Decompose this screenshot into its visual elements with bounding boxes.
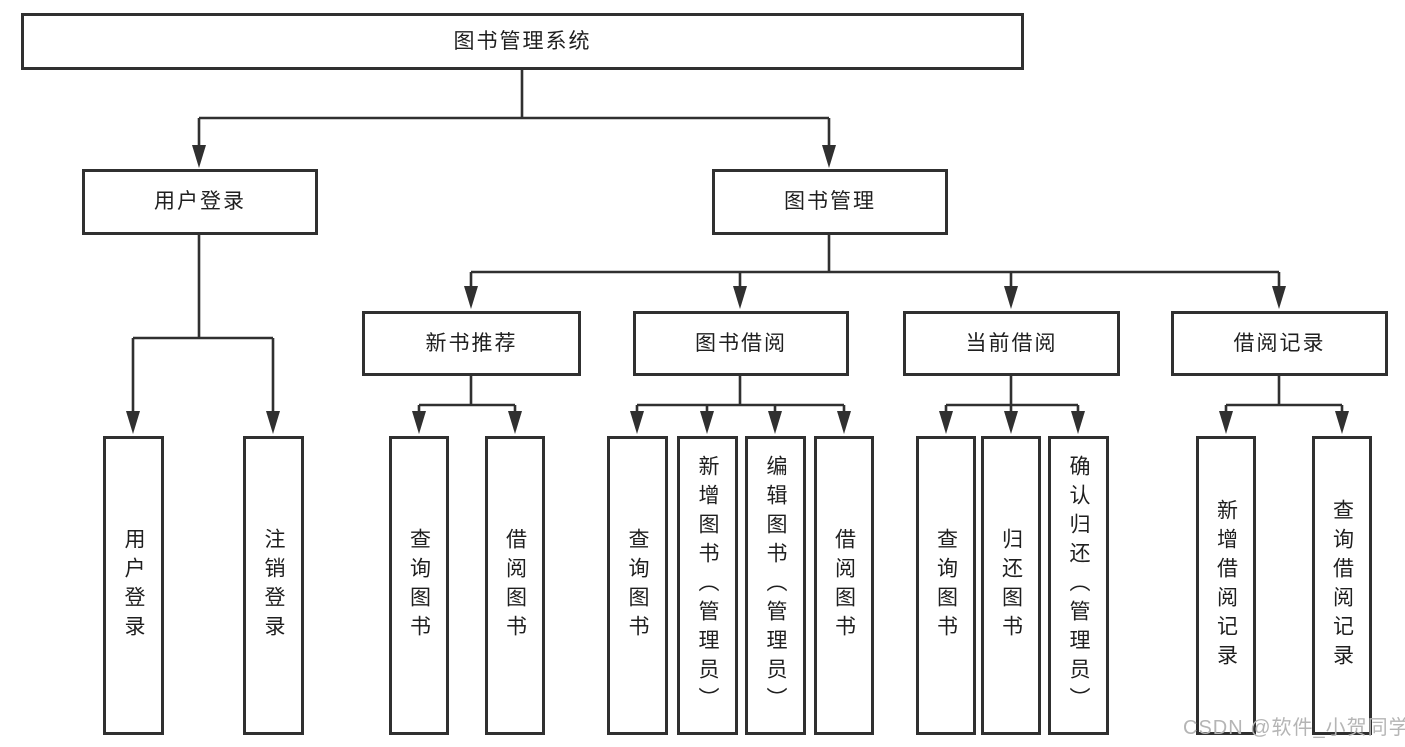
node-label: 新书推荐 <box>425 331 518 355</box>
node-label: 图书管理系统 <box>453 29 592 53</box>
node-label: 查询借阅记录 <box>1330 498 1354 673</box>
leaf-borrow-books: 借阅图书 <box>814 436 874 735</box>
node-label: 查询图书 <box>934 527 958 644</box>
leaf-search-books-borrow: 查询图书 <box>607 436 668 735</box>
leaf-search-borrow-record: 查询借阅记录 <box>1312 436 1372 735</box>
connector-lines <box>131 69 1344 413</box>
leaf-search-books-current: 查询图书 <box>916 436 976 735</box>
node-label: 借阅图书 <box>503 527 527 644</box>
node-new-book-recommend: 新书推荐 <box>362 311 581 376</box>
node-current-borrow: 当前借阅 <box>903 311 1120 376</box>
leaf-borrow-books-recommend: 借阅图书 <box>485 436 545 735</box>
leaf-user-login: 用户登录 <box>103 436 164 735</box>
leaf-add-borrow-record: 新增借阅记录 <box>1196 436 1256 735</box>
leaf-add-book-admin: 新增图书（管理员） <box>677 436 738 735</box>
node-label: 编辑图书（管理员） <box>764 455 787 716</box>
node-label: 用户登录 <box>154 190 246 214</box>
node-book-borrow: 图书借阅 <box>633 311 849 376</box>
node-user-login: 用户登录 <box>82 169 318 235</box>
node-borrow-records: 借阅记录 <box>1171 311 1388 376</box>
node-label: 用户登录 <box>122 527 145 644</box>
node-label: 借阅图书 <box>832 527 856 644</box>
node-label: 新增借阅记录 <box>1214 498 1238 673</box>
node-label: 图书借阅 <box>695 331 787 355</box>
node-label: 借阅记录 <box>1233 331 1326 355</box>
leaf-confirm-return-admin: 确认归还（管理员） <box>1048 436 1109 735</box>
node-label: 注销登录 <box>262 527 285 644</box>
leaf-edit-book-admin: 编辑图书（管理员） <box>745 436 806 735</box>
node-library-system: 图书管理系统 <box>21 13 1024 70</box>
node-label: 归还图书 <box>999 527 1023 644</box>
node-label: 图书管理 <box>784 190 876 214</box>
watermark: CSDN @软件_小贺同学 <box>1183 717 1405 739</box>
leaf-logout: 注销登录 <box>243 436 304 735</box>
node-label: 新增图书（管理员） <box>696 455 719 716</box>
node-label: 查询图书 <box>407 527 431 644</box>
node-label: 当前借阅 <box>965 331 1058 355</box>
leaf-search-books-recommend: 查询图书 <box>389 436 449 735</box>
leaf-return-book: 归还图书 <box>981 436 1041 735</box>
node-label: 查询图书 <box>626 527 649 644</box>
node-label: 确认归还（管理员） <box>1067 455 1090 716</box>
node-book-management: 图书管理 <box>712 169 948 235</box>
